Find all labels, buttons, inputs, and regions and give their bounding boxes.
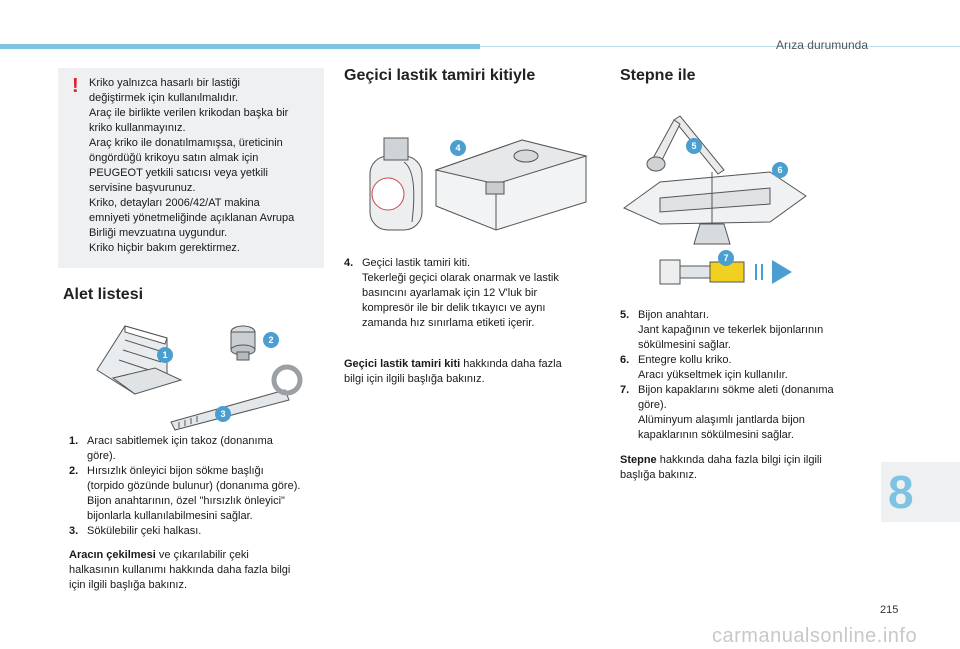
list-item: 2. Hırsızlık önleyici bijon sökme başlığ…	[69, 465, 301, 522]
list-item: 6. Entegre kollu kriko.Aracı yükseltmek …	[620, 354, 788, 381]
repair-kit-list: 4. Geçici lastik tamiri kiti.Tekerleği g…	[344, 256, 594, 331]
warning-line: Araç ile birlikte verilen krikodan başka…	[89, 107, 289, 119]
svg-text:6: 6	[777, 165, 782, 175]
warning-line: Birliği mevzuatına uygundur.	[89, 227, 228, 239]
repair-kit-heading: Geçici lastik tamiri kitiyle	[344, 67, 536, 84]
warning-line: Kriko, detayları 2006/42/AT makina	[89, 197, 260, 209]
badge-1: 1	[157, 347, 173, 363]
warning-line: Kriko yalnızca hasarlı bir lastiği	[89, 77, 241, 89]
list-item: 1. Aracı sabitlemek için takoz (donanıma…	[69, 435, 273, 462]
svg-text:1: 1	[162, 350, 167, 360]
svg-text:2: 2	[268, 335, 273, 345]
spare-heading: Stepne ile	[620, 67, 696, 84]
tools-heading: Alet listesi	[63, 286, 144, 303]
warning-box: ! Kriko yalnızca hasarlı bir lastiği değ…	[58, 68, 324, 268]
chapter-number: 8	[888, 466, 914, 518]
warning-line: Kriko hiçbir bakım gerektirmez.	[89, 242, 240, 254]
warning-icon: !	[72, 75, 79, 97]
spare-list: 5. Bijon anahtarı.Jant kapağının ve teke…	[620, 308, 860, 443]
tools-illustration: 1 2 3	[96, 325, 303, 431]
section-title: Arıza durumunda	[775, 38, 868, 52]
sealant-bottle-icon	[369, 137, 423, 231]
badge-3: 3	[215, 406, 231, 422]
warning-line: değiştirmek için kullanılmalıdır.	[89, 92, 239, 104]
badge-5: 5	[686, 138, 702, 154]
list-item: 5. Bijon anahtarı.Jant kapağının ve teke…	[620, 309, 824, 351]
tow-ring-icon	[170, 364, 303, 431]
towing-link-text: Aracın çekilmesi	[69, 549, 156, 561]
warning-line: kriko kullanmayınız.	[89, 122, 186, 134]
list-item: 3. Sökülebilir çeki halkası.	[69, 525, 202, 537]
svg-text:4: 4	[455, 143, 460, 153]
badge-6: 6	[772, 162, 788, 178]
warning-line: PEUGEOT yetkili satıcısı veya yetkili	[89, 167, 268, 179]
svg-text:5: 5	[691, 141, 696, 151]
warning-line: öngördüğü krikoyu satın almak için	[89, 152, 259, 164]
list-item: 7. Bijon kapaklarını sökme aleti (donanı…	[620, 384, 834, 441]
warning-line: Araç kriko ile donatılmamışsa, üreticini…	[89, 137, 283, 149]
page-number: 215	[880, 604, 899, 616]
repair-kit-link-text: Geçici lastik tamiri kiti	[344, 358, 461, 370]
spare-link-text: Stepne	[620, 454, 657, 466]
badge-4: 4	[450, 140, 466, 156]
svg-text:3: 3	[220, 409, 225, 419]
watermark: carmanualsonline.info	[712, 625, 918, 647]
svg-text:7: 7	[723, 253, 728, 263]
wheel-wrench-icon	[646, 115, 725, 175]
warning-line: emniyeti yönetmeliğinde açıklanan Avrupa	[89, 212, 295, 224]
repair-kit-illustration: 4	[369, 137, 588, 231]
tools-note: Aracın çekilmesi ve çıkarılabilir çeki h…	[69, 549, 291, 591]
chapter-tab	[881, 462, 960, 522]
hubcap-remover-icon	[659, 259, 792, 285]
spare-illustration: 5 6 7	[623, 115, 807, 285]
header-accent-bar	[0, 44, 480, 49]
anti-theft-socket-icon	[230, 325, 256, 361]
list-item: 4. Geçici lastik tamiri kiti.Tekerleği g…	[344, 257, 559, 329]
spare-note: Stepne hakkında daha fazla bilgi için il…	[620, 454, 822, 481]
header-rule	[480, 46, 960, 47]
wheel-chock-icon	[96, 325, 183, 395]
repair-kit-note: Geçici lastik tamiri kiti hakkında daha …	[344, 358, 562, 385]
tools-list: 1. Aracı sabitlemek için takoz (donanıma…	[69, 434, 331, 539]
jack-icon	[623, 171, 807, 245]
warning-text: Kriko yalnızca hasarlı bir lastiği değiş…	[89, 76, 317, 256]
badge-2: 2	[263, 332, 279, 348]
compressor-icon	[434, 139, 588, 231]
badge-7: 7	[718, 250, 734, 266]
warning-line: servisine başvurunuz.	[89, 182, 196, 194]
